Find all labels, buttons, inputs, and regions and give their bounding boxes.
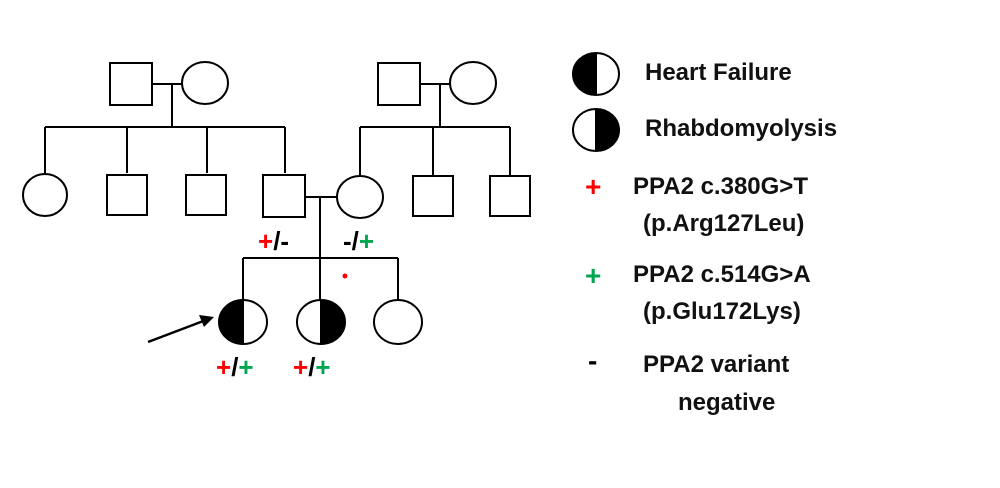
legend-heart-failure-icon — [572, 52, 620, 96]
legend-negative-line1: PPA2 variant — [643, 351, 790, 378]
proband-arrow — [147, 315, 214, 344]
mother-allele-2: + — [358, 226, 375, 256]
legend-variant2-line1: PPA2 c.514G>A — [633, 261, 811, 288]
legend-variant2-line2: (p.Glu172Lys) — [643, 298, 801, 325]
proband-allele-1: + — [216, 352, 232, 382]
maternal-grandfather — [377, 62, 421, 106]
paternal-uncle-1 — [106, 174, 148, 216]
proband — [218, 299, 268, 345]
father-genotype: +/- — [258, 228, 289, 254]
affected-sibling — [296, 299, 346, 345]
legend-variant1-line1: PPA2 c.380G>T — [633, 173, 808, 200]
legend-variant1-line2: (p.Arg127Leu) — [643, 210, 805, 237]
marker-dot — [342, 273, 348, 279]
maternal-uncle-2 — [489, 175, 531, 217]
proband-allele-2: + — [238, 352, 254, 382]
legend-rhabdomyolysis-label: Rhabdomyolysis — [645, 115, 838, 142]
mother-allele-1: - — [343, 226, 352, 256]
legend-variant2-symbol: + — [585, 260, 602, 291]
legend-symbols — [572, 52, 620, 152]
paternal-uncle-2 — [185, 174, 227, 216]
sibling-allele-2: + — [315, 352, 331, 382]
sibling-allele-1: + — [293, 352, 309, 382]
legend-negative-symbol: - — [588, 345, 598, 376]
father-allele-2: - — [280, 226, 290, 256]
maternal-grandmother — [449, 61, 497, 105]
legend-rhabdomyolysis-icon — [572, 108, 620, 152]
sibling-separator: / — [308, 352, 316, 382]
father — [262, 174, 306, 218]
father-allele-1: + — [258, 226, 274, 256]
father-separator: / — [273, 226, 281, 256]
proband-genotype: +/+ — [216, 354, 254, 380]
unaffected-sibling — [373, 299, 423, 345]
mother-separator: / — [351, 226, 359, 256]
paternal-aunt — [22, 173, 68, 217]
legend-negative-line2: negative — [678, 389, 776, 416]
maternal-uncle-1 — [412, 175, 454, 217]
paternal-grandfather — [109, 62, 153, 106]
proband-separator: / — [231, 352, 239, 382]
legend-heart-failure-label: Heart Failure — [645, 59, 792, 86]
mother-genotype: -/+ — [343, 228, 374, 254]
sibling-genotype: +/+ — [293, 354, 331, 380]
legend-variant1-symbol: + — [585, 171, 602, 202]
mother — [336, 175, 384, 219]
paternal-grandmother — [181, 61, 229, 105]
